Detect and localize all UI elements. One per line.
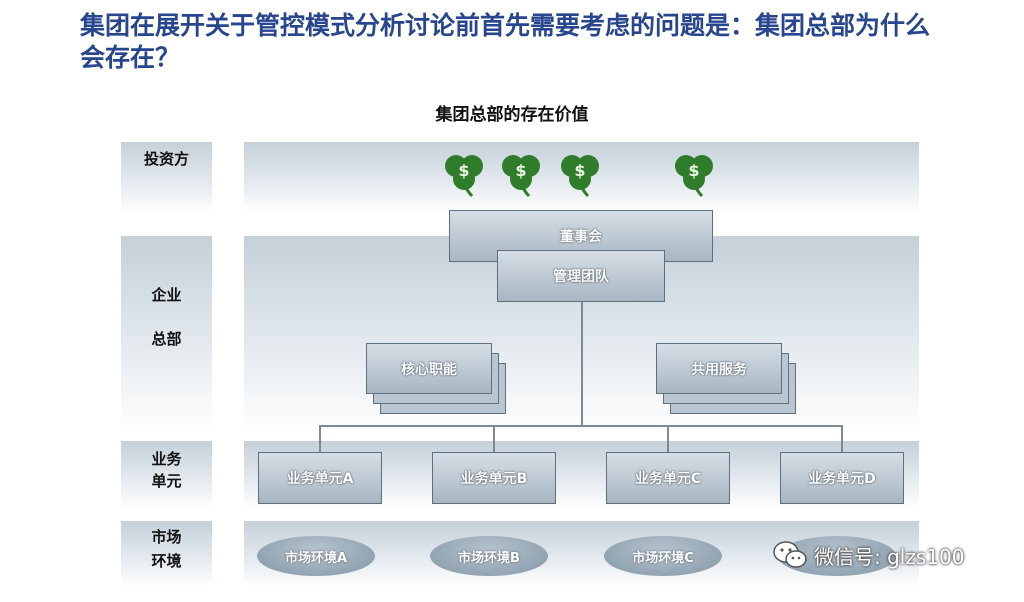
connector-bu-b (493, 425, 495, 452)
hq-label-band (121, 236, 212, 432)
connector-bu-c (667, 425, 669, 452)
investor-clover-icon: $ (675, 155, 713, 198)
hq-label-line2: 总部 (151, 330, 182, 348)
business-unit-b-label: 业务单元B (460, 471, 528, 487)
market-env-c: 市场环境C (604, 536, 722, 576)
market-label-line2: 环境 (151, 552, 182, 570)
hq-label-line1: 企业 (151, 286, 182, 304)
investor-clover-icon: $ (502, 155, 540, 198)
connector-bu-d (841, 425, 843, 452)
market-env-c-label: 市场环境C (632, 550, 694, 566)
business-unit-c-label: 业务单元C (634, 471, 702, 487)
connector-horizontal (319, 425, 843, 427)
wechat-icon (773, 541, 807, 568)
watermark-text: 微信号: glzs100 (814, 544, 965, 569)
bu-label-band (121, 441, 212, 509)
market-label-line1: 市场 (151, 528, 182, 546)
management-team-box: 管理团队 (497, 250, 665, 302)
market-env-a: 市场环境A (257, 536, 375, 576)
watermark: 微信号: glzs100 (772, 540, 964, 570)
management-team-label: 管理团队 (553, 269, 609, 285)
svg-text:$: $ (515, 161, 526, 180)
investor-clover-icon: $ (445, 155, 483, 198)
investor-clover-icon: $ (561, 155, 599, 198)
business-unit-b: 业务单元B (432, 452, 556, 504)
market-env-b-label: 市场环境B (458, 550, 520, 566)
diagram-title: 集团总部的存在价值 (435, 105, 589, 125)
bu-label-line2: 单元 (151, 472, 182, 490)
svg-text:$: $ (574, 161, 585, 180)
shared-services-label: 共用服务 (691, 361, 747, 378)
core-functions-box: 核心职能 (366, 343, 492, 394)
svg-text:$: $ (458, 161, 469, 180)
market-env-a-label: 市场环境A (284, 550, 348, 566)
svg-text:$: $ (688, 161, 699, 180)
board-label: 董事会 (560, 229, 602, 245)
business-unit-d-label: 业务单元D (808, 471, 876, 487)
business-unit-a-label: 业务单元A (286, 471, 354, 487)
shared-services-box: 共用服务 (656, 343, 782, 394)
investor-label: 投资方 (143, 150, 189, 168)
core-functions-label: 核心职能 (401, 361, 457, 378)
business-unit-a: 业务单元A (258, 452, 382, 504)
page-title: 集团在展开关于管控模式分析讨论前首先需要考虑的问题是：集团总部为什么会存在？ (80, 11, 931, 72)
connector-trunk (581, 302, 583, 426)
market-env-b: 市场环境B (430, 536, 548, 576)
shared-services-stack: 共用服务 (656, 343, 796, 414)
core-functions-stack: 核心职能 (366, 343, 506, 414)
business-unit-d: 业务单元D (780, 452, 904, 504)
connector-bu-a (319, 425, 321, 452)
investor-label-band (121, 142, 212, 214)
market-label-band (121, 521, 212, 587)
business-unit-c: 业务单元C (606, 452, 730, 504)
bu-label-line1: 业务 (151, 450, 182, 468)
